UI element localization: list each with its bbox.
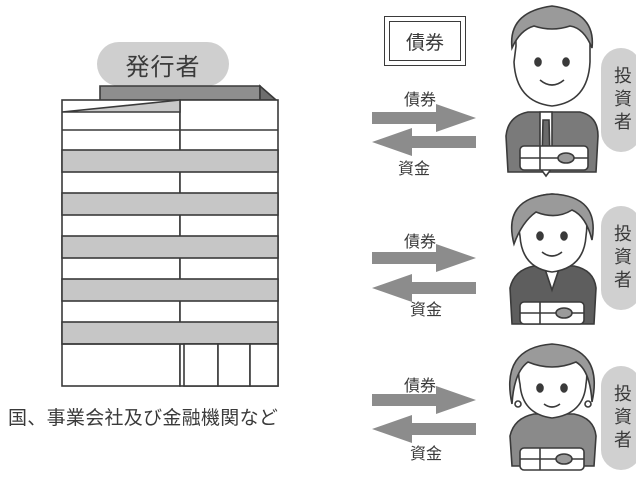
bond-arrow-2 [372,244,476,272]
investor-woman-icon [509,193,597,325]
bond-arrow-1 [372,104,476,132]
issuer-label: 発行者 [125,52,201,81]
bond-certificate: 債券 [384,16,466,66]
investor-label-pill-3: 投資者 [601,366,636,470]
funds-label-1: 資金 [398,159,431,178]
issuer-label-pill: 発行者 [97,42,229,86]
funds-label-3: 資金 [410,444,443,463]
investor-young-woman-icon [508,343,597,471]
investor-label-2: 投資者 [611,223,632,293]
bond-label-1: 債券 [404,90,437,109]
funds-label-2: 資金 [410,300,443,319]
bond-certificate-label: 債券 [405,31,444,54]
funds-arrow-2 [372,274,476,302]
investor-label-pill-2: 投資者 [601,206,636,310]
bond-label-3: 債券 [404,376,437,395]
funds-arrow-3 [372,415,476,443]
issuer-caption: 国、事業会社及び金融機関など [8,407,279,429]
investor-label-1: 投資者 [611,65,632,135]
investor-label-3: 投資者 [611,383,632,453]
building-icon [61,84,279,387]
bond-arrow-3 [372,386,476,414]
funds-arrow-1 [372,128,476,156]
bond-label-2: 債券 [404,232,437,251]
investor-man-icon [505,5,599,178]
investor-label-pill-1: 投資者 [601,48,636,152]
